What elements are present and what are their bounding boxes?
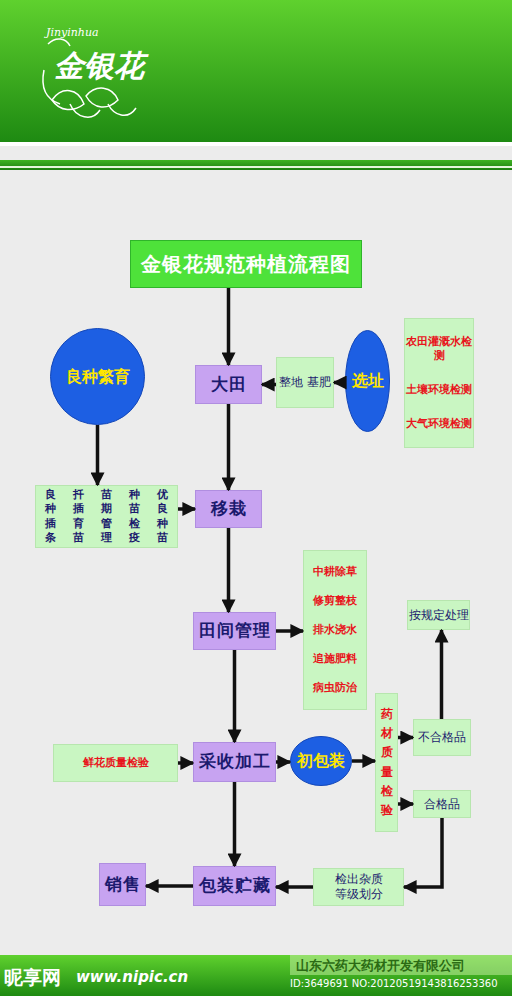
node-text: 扦插育苗 — [73, 488, 84, 545]
flow-arrow — [262, 383, 276, 387]
node-text: 追施肥料 — [313, 652, 357, 666]
node-text: 不合格品 — [418, 730, 466, 745]
package-ellipse: 初包装 — [290, 736, 352, 786]
check-box: 鲜花质量检验 — [53, 744, 178, 782]
result-box: 合格品 — [413, 790, 471, 818]
ellipse-fill — [346, 331, 390, 432]
header-strip — [0, 160, 512, 170]
logo-text: 金银花 — [54, 46, 144, 87]
flow-arrow — [398, 736, 413, 740]
flow-arrow — [334, 381, 345, 385]
flow-arrow — [233, 650, 237, 742]
node-text: 农田灌溉水检测 — [405, 335, 473, 363]
node-text: 合格品 — [424, 797, 460, 812]
process-box: 田间管理 — [193, 612, 276, 650]
node-text: 选址 — [352, 371, 384, 391]
ellipse-fill — [291, 737, 352, 786]
node-text: 按规定处理 — [409, 608, 469, 623]
check-box: 药材质量检验 — [375, 693, 398, 832]
node-text: 大气环境检测 — [406, 417, 472, 431]
node-text: 排水浇水 — [313, 623, 357, 637]
footer-strip — [290, 955, 512, 975]
header-band — [0, 0, 512, 142]
node-text: 田间管理 — [199, 620, 271, 641]
result-box: 不合格品 — [413, 719, 471, 756]
flow-arrow — [96, 425, 100, 485]
flow-arrow — [146, 884, 193, 888]
node-text: 修剪整枝 — [313, 594, 357, 608]
flow-arrow — [227, 288, 231, 365]
flow-arrow — [178, 761, 193, 765]
flow-arrow — [233, 782, 237, 866]
ellipse-fill — [51, 329, 145, 425]
node-text: 整地 基肥 — [279, 375, 331, 390]
site-ellipse: 选址 — [345, 330, 390, 432]
flow-arrow — [404, 818, 442, 887]
flow-arrow — [178, 507, 195, 511]
footer-text: ID:3649691 NO:20120519143816253360 — [290, 978, 498, 989]
flow-arrow — [276, 760, 290, 764]
node-text: 病虫防治 — [313, 681, 357, 695]
flow-arrow — [227, 528, 231, 612]
process-box: 检出杂质 等级划分 — [313, 868, 404, 906]
header-line — [0, 142, 512, 146]
seed-circle: 良种繁育 — [50, 328, 145, 425]
node-text: 中耕除草 — [313, 565, 357, 579]
node-text: 鲜花质量检验 — [83, 756, 149, 770]
process-box: 包装贮藏 — [193, 866, 276, 906]
check-box: 农田灌溉水检测土壤环境检测大气环境检测 — [404, 318, 474, 448]
node-text: 检出杂质 等级划分 — [331, 872, 387, 902]
node-text: 种苗检疫 — [129, 488, 140, 545]
node-text: 金银花规范种植流程图 — [141, 252, 351, 277]
node-text: 土壤环境检测 — [406, 383, 472, 397]
node-text: 销售 — [105, 874, 141, 895]
node-text: 苗期管理 — [101, 488, 112, 545]
step-box: 良种插条 扦插育苗 苗期管理 种苗检疫 优良种苗 — [35, 485, 178, 548]
node-text: 良种插条 — [45, 488, 56, 545]
footer-text: 山东六药大药材开发有限公司 — [296, 957, 465, 975]
task-box: 中耕除草修剪整枝排水浇水追施肥料病虫防治 — [303, 550, 367, 710]
process-box: 整地 基肥 — [276, 357, 334, 408]
footer-text: www.nipic.cn — [76, 968, 188, 986]
node-text: 大田 — [211, 374, 247, 395]
strip-line — [0, 166, 512, 168]
footer-band — [0, 955, 512, 996]
node-text: 移栽 — [211, 498, 247, 519]
footer-text: 昵享网 — [4, 965, 61, 991]
process-box: 按规定处理 — [407, 600, 470, 630]
node-text: 采收加工 — [199, 751, 271, 772]
logo-text: Jinyinhua — [46, 26, 99, 39]
flow-arrow — [276, 885, 313, 889]
process-box: 移栽 — [195, 490, 262, 528]
flow-arrow — [352, 759, 375, 763]
flow-arrow — [440, 630, 444, 719]
flow-arrow — [276, 629, 303, 633]
node-text: 包装贮藏 — [199, 875, 271, 896]
node-text: 良种繁育 — [66, 367, 130, 387]
flow-arrow — [227, 404, 231, 490]
process-box: 销售 — [99, 863, 146, 906]
title-box: 金银花规范种植流程图 — [130, 240, 362, 288]
node-text: 初包装 — [297, 751, 345, 771]
node-text: 优良种苗 — [157, 488, 168, 545]
process-box: 大田 — [195, 365, 262, 404]
flow-arrow — [398, 802, 413, 806]
process-box: 采收加工 — [193, 742, 276, 782]
node-text: 药材质量检验 — [381, 705, 393, 820]
